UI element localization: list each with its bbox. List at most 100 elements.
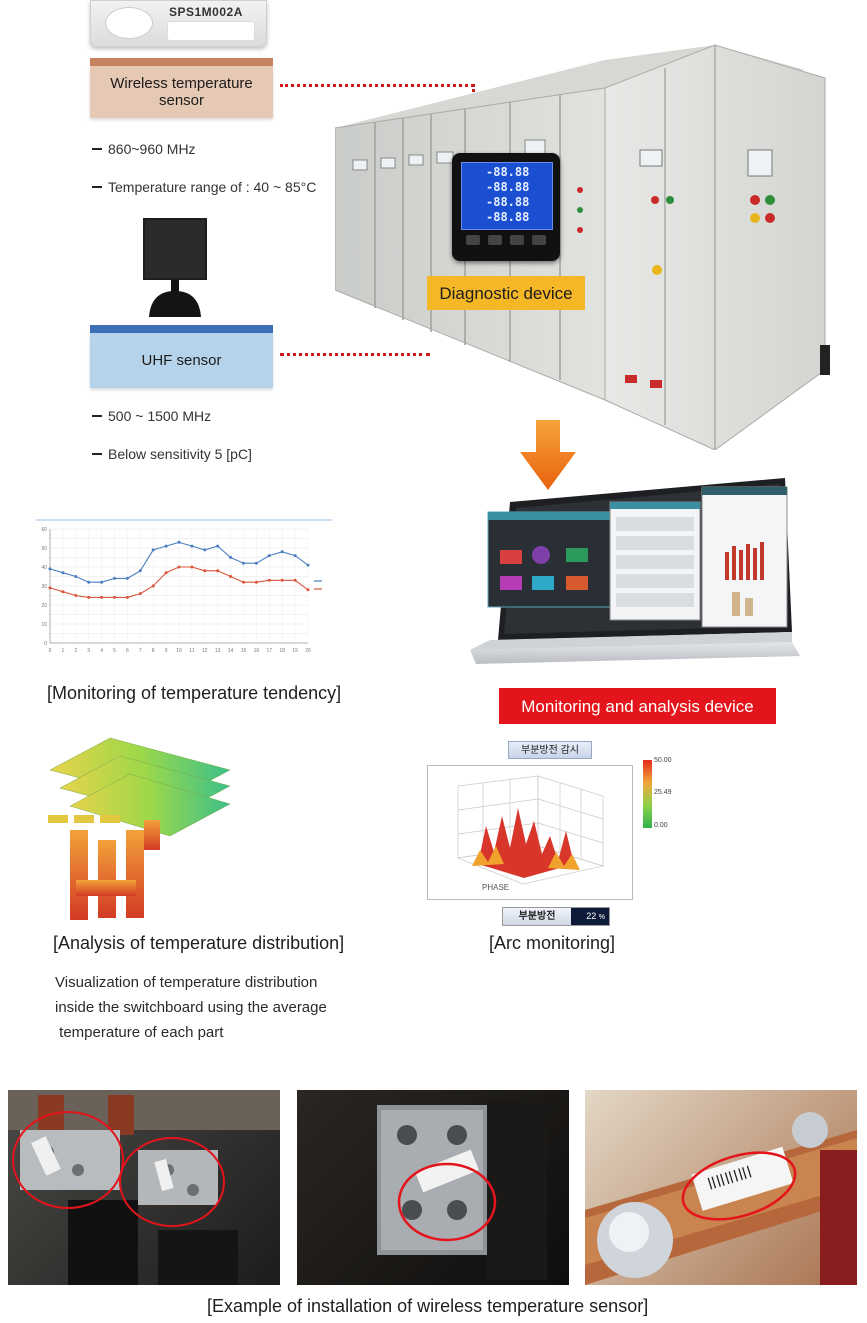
data-point xyxy=(254,561,258,565)
arc-color-scale xyxy=(643,760,652,828)
wireless-sensor-box: Wireless temperature sensor xyxy=(90,66,273,118)
data-point xyxy=(164,544,168,548)
data-point xyxy=(164,571,168,575)
wireless-connector-vertical xyxy=(472,84,475,98)
data-point xyxy=(306,563,310,567)
wireless-box-top xyxy=(90,58,273,66)
x-tick-label: 8 xyxy=(152,648,155,654)
tag-label: SPS1M002A xyxy=(169,5,243,19)
data-point xyxy=(280,550,284,554)
uhf-box-top xyxy=(90,325,273,333)
x-tick-label: 5 xyxy=(113,648,116,654)
data-point xyxy=(242,561,245,565)
tendency-caption: [Monitoring of temperature tendency] xyxy=(47,683,342,703)
uhf-sensor-box: UHF sensor xyxy=(90,333,273,388)
distribution-line-1: Visualization of temperature distributio… xyxy=(55,974,318,991)
data-point xyxy=(203,569,207,573)
data-point xyxy=(254,580,258,584)
data-point xyxy=(138,592,142,596)
distribution-line-3: temperature of each part xyxy=(55,1024,224,1041)
x-tick-label: 6 xyxy=(126,648,129,654)
data-point xyxy=(267,554,271,558)
data-point xyxy=(87,595,91,599)
arc-scale-mid: 25.49 xyxy=(654,789,672,796)
arc-title: 부분방전 감시 xyxy=(508,741,592,759)
uhf-bullet-1: 500 ~ 1500 MHz xyxy=(92,408,211,424)
x-tick-label: 12 xyxy=(202,648,208,654)
data-point xyxy=(151,548,155,552)
wireless-bullet-1: 860~960 MHz xyxy=(92,141,196,157)
y-tick-label: 30 xyxy=(41,584,47,590)
uhf-sensor-label: UHF sensor xyxy=(141,352,222,369)
diagnostic-device-label: Diagnostic device xyxy=(427,276,585,310)
x-tick-label: 10 xyxy=(176,648,182,654)
arc-scale-low: 0.00 xyxy=(654,822,668,829)
x-tick-label: 0 xyxy=(49,648,52,654)
installation-photo-1 xyxy=(8,1090,280,1285)
y-tick-label: 10 xyxy=(41,622,47,628)
data-point xyxy=(100,580,104,584)
data-point xyxy=(48,567,52,571)
x-tick-label: 17 xyxy=(267,648,273,654)
data-point xyxy=(306,588,310,592)
y-tick-label: 0 xyxy=(44,641,47,647)
laptop-image xyxy=(470,478,800,664)
wireless-sensor-label: Wireless temperature sensor xyxy=(110,75,253,109)
data-point xyxy=(229,556,233,559)
arc-plot-frame: PHASE xyxy=(427,765,633,900)
monitoring-device-label: Monitoring and analysis device xyxy=(499,688,776,724)
sensor-tag: SPS1M002A xyxy=(90,0,267,47)
diagnostic-device-screen: -88.88 -88.88 -88.88 -88.88 xyxy=(452,153,560,261)
y-tick-label: 40 xyxy=(41,565,47,571)
data-point xyxy=(113,595,116,599)
panel-display-2: -88.88 xyxy=(486,180,530,194)
data-point xyxy=(190,544,194,548)
y-tick-label: 50 xyxy=(41,546,47,552)
distribution-line-2: inside the switchboard using the average xyxy=(55,999,327,1016)
data-point xyxy=(280,578,284,582)
distribution-description: Visualization of temperature distributio… xyxy=(55,970,327,1045)
data-point xyxy=(74,594,78,597)
data-point xyxy=(151,584,155,588)
x-tick-label: 9 xyxy=(165,648,168,654)
data-point xyxy=(138,569,142,573)
panel-display-4: -88.88 xyxy=(486,210,530,224)
x-tick-label: 2 xyxy=(74,648,77,654)
arc-3d-plot: PHASE xyxy=(456,775,605,892)
data-point xyxy=(242,580,245,584)
data-point xyxy=(293,554,297,558)
x-tick-label: 14 xyxy=(228,648,234,654)
data-point xyxy=(216,569,220,573)
wireless-bullet-2: Temperature range of : 40 ~ 85°C xyxy=(92,179,316,195)
arc-footer-value: 22 xyxy=(586,911,597,921)
x-tick-label: 1 xyxy=(62,648,65,654)
device-button-row xyxy=(466,235,546,249)
data-point xyxy=(74,575,78,578)
panel-display-1: -88.88 xyxy=(486,165,530,179)
data-point xyxy=(229,575,233,578)
x-tick-label: 20 xyxy=(305,648,311,654)
uhf-bullet-2: Below sensitivity 5 [pC] xyxy=(92,446,252,462)
data-point xyxy=(216,544,220,548)
y-tick-label: 60 xyxy=(41,527,47,533)
x-tick-label: 3 xyxy=(87,648,90,654)
installation-photo-2 xyxy=(297,1090,569,1285)
chart-background xyxy=(36,521,332,667)
data-point xyxy=(87,580,91,584)
data-point xyxy=(48,586,52,590)
arc-scale-high: 50.00 xyxy=(654,757,672,764)
uhf-antenna-image xyxy=(143,218,207,317)
data-point xyxy=(267,578,271,582)
arc-footer-unit: % xyxy=(598,914,605,921)
switchgear-cabinet-image xyxy=(335,44,830,450)
distribution-caption: [Analysis of temperature distribution] xyxy=(53,933,345,953)
arc-footer: 부분방전 22 % xyxy=(502,907,610,926)
x-tick-label: 15 xyxy=(241,648,247,654)
tag-window xyxy=(167,21,255,41)
x-tick-label: 11 xyxy=(189,648,194,654)
down-arrow-icon xyxy=(520,420,576,490)
panel-display-3: -88.88 xyxy=(486,195,530,209)
data-point xyxy=(61,571,65,575)
